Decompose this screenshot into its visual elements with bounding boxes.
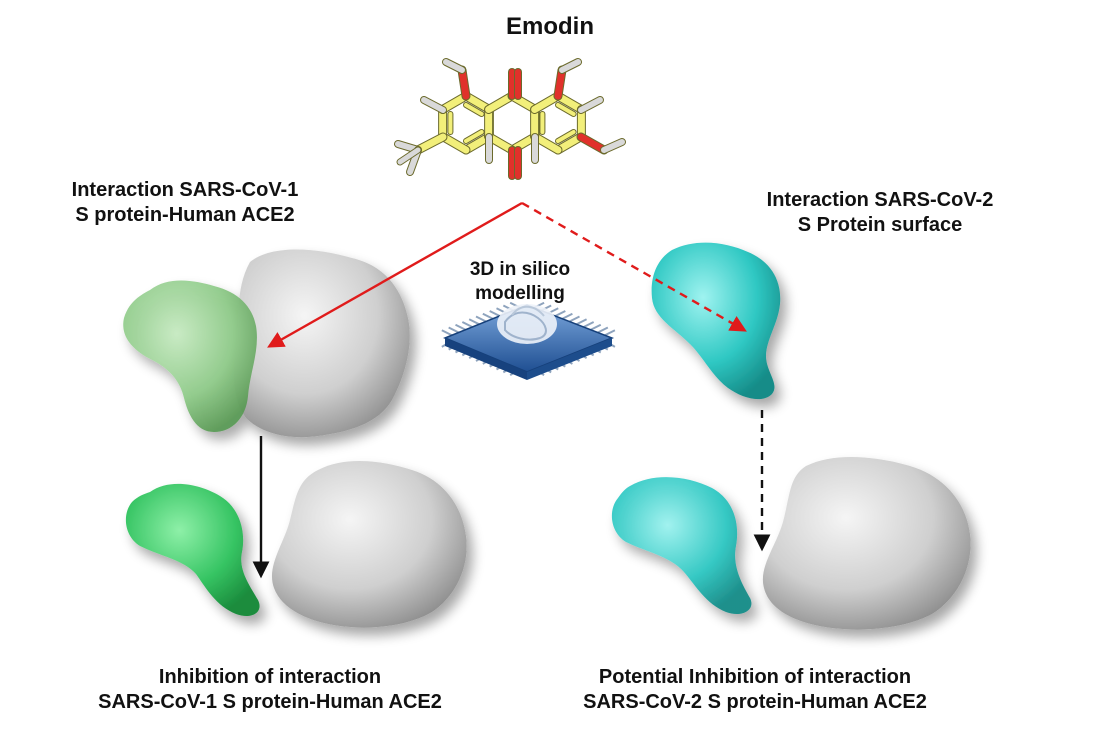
- label-line: Inhibition of interaction: [158, 666, 382, 688]
- ace2-protein-bottom-right: [762, 456, 971, 630]
- sars-cov-1-ace2-complex-top: [123, 249, 410, 438]
- spike-protein-cyan-bottom-right: [611, 477, 752, 615]
- label-line: modelling: [475, 282, 565, 304]
- label-potential-inhibition-sars-cov-2: Potential Inhibition of interaction SARS…: [545, 665, 965, 715]
- ace2-protein-bottom-left: [271, 460, 467, 628]
- computer-chip-icon: [441, 301, 616, 380]
- label-line: S Protein surface: [797, 214, 963, 236]
- label-line: SARS-CoV-1 S protein-Human ACE2: [98, 691, 442, 713]
- label-line: 3D in silico: [469, 259, 571, 280]
- spike-protein-green-top-left: [123, 280, 257, 432]
- spike-protein-cyan-top-right: [651, 242, 781, 400]
- label-3d-in-silico-modelling: 3D in silico modelling: [440, 258, 600, 306]
- label-inhibition-sars-cov-1: Inhibition of interaction SARS-CoV-1 S p…: [60, 665, 480, 715]
- sars-cov-1-ace2-separated-bottom: [125, 460, 467, 628]
- label-line: Potential Inhibition of interaction: [598, 666, 912, 688]
- sars-cov-2-spike-top: [651, 242, 781, 400]
- label-line: S protein-Human ACE2: [75, 204, 295, 226]
- emodin-to-sars-cov-2-dashed-arrow: [521, 201, 747, 332]
- label-line: Interaction SARS-CoV-1: [71, 179, 299, 201]
- label-line: SARS-CoV-2 S protein-Human ACE2: [583, 691, 927, 713]
- label-interaction-sars-cov-1: Interaction SARS-CoV-1 S protein-Human A…: [20, 178, 350, 228]
- spike-protein-green-bottom-left: [125, 483, 260, 617]
- sars-cov-2-ace2-separated-bottom: [611, 456, 971, 630]
- label-line: Interaction SARS-CoV-2: [766, 189, 994, 211]
- emodin-molecule-icon: [394, 58, 626, 180]
- emodin-to-sars-cov-1-arrow: [267, 201, 523, 348]
- emodin-title: Emodin: [506, 13, 594, 40]
- ace2-protein-top-left: [234, 249, 410, 438]
- label-interaction-sars-cov-2: Interaction SARS-CoV-2 S Protein surface: [730, 188, 1030, 238]
